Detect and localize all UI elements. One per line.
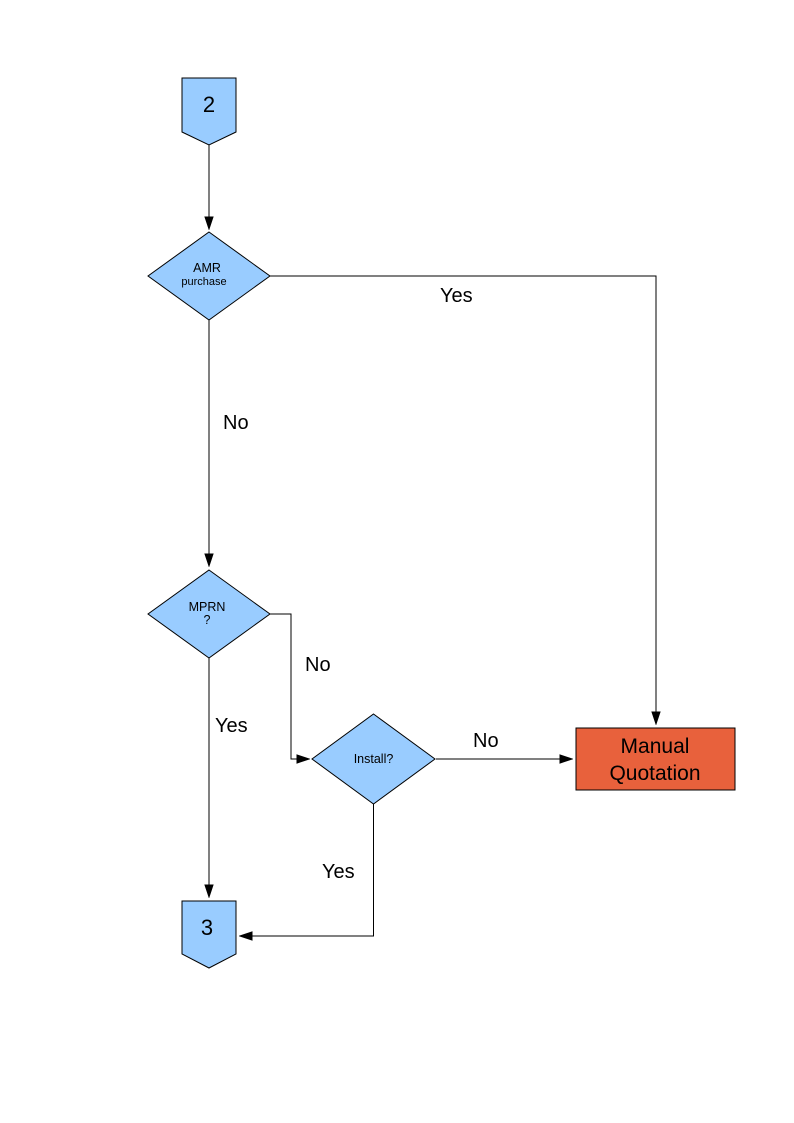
offpage-connector-2: 2 <box>181 77 237 146</box>
offpage-connector-3-shape <box>181 900 237 969</box>
decision-mprn-shape <box>147 569 271 659</box>
offpage-connector-3: 3 <box>181 900 237 969</box>
edge-mprn-no-to-install <box>270 613 309 759</box>
offpage-connector-2-shape <box>181 77 237 146</box>
edge-label-mprn-no: No <box>305 654 331 676</box>
offpage-connector-3-label: 3 <box>201 915 213 940</box>
decision-mprn: MPRN ? <box>147 569 271 659</box>
offpage-connector-2-label: 2 <box>203 92 215 117</box>
process-manual-quotation: Manual Quotation <box>575 727 736 791</box>
decision-amr-purchase-label-line1: AMR <box>193 261 221 275</box>
decision-install-shape <box>311 713 436 805</box>
decision-amr-purchase-shape <box>147 231 271 321</box>
process-manual-quotation-shape <box>575 727 736 791</box>
process-manual-quotation-label-line1: Manual <box>621 735 690 758</box>
edge-label-amr-no: No <box>223 412 249 434</box>
decision-install: Install? <box>311 713 436 805</box>
decision-amr-purchase: AMR purchase <box>147 231 271 321</box>
edge-label-mprn-yes: Yes <box>215 715 248 737</box>
edge-label-install-yes: Yes <box>322 861 355 883</box>
edge-install-yes-to-connector3 <box>240 804 374 936</box>
edge-amr-yes-to-manual-quotation <box>270 275 656 724</box>
process-manual-quotation-label-line2: Quotation <box>609 762 700 785</box>
decision-mprn-label-line1: MPRN <box>189 600 226 614</box>
edge-label-install-no: No <box>473 730 499 752</box>
decision-mprn-label-line2: ? <box>204 613 211 627</box>
decision-install-label: Install? <box>354 752 394 766</box>
decision-amr-purchase-label-line2: purchase <box>181 276 226 288</box>
edge-label-amr-yes: Yes <box>440 285 473 307</box>
